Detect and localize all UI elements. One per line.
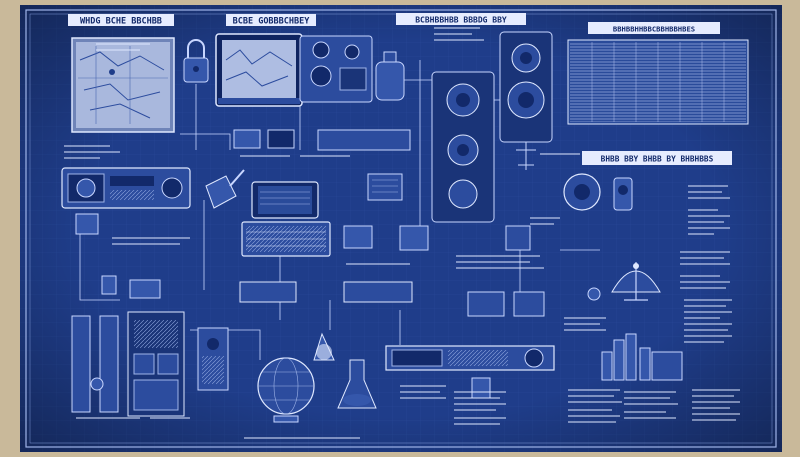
small-module	[399, 225, 429, 251]
computer-terminal	[251, 181, 319, 219]
control-box	[197, 327, 229, 391]
dial-icon	[310, 65, 332, 87]
gauge-tower	[431, 71, 495, 223]
control-box	[367, 173, 403, 201]
keyboard-icon	[241, 221, 331, 257]
control-unit	[299, 35, 373, 103]
radio-icon	[61, 167, 191, 209]
header-1: WHDG BCHE BBCHBB	[68, 14, 174, 27]
equipment-panel	[343, 281, 413, 303]
speaker-icon	[499, 31, 553, 143]
knob-icon	[312, 41, 330, 59]
padlock-icon	[183, 39, 209, 83]
equipment-panel	[239, 281, 297, 303]
header-4: BBHBBHHBBCBBHBBHBES	[588, 22, 720, 34]
small-module	[513, 291, 545, 317]
globe-icon	[257, 357, 315, 423]
header-2-text: BCBE GOBBBCHBEY	[233, 17, 311, 27]
small-module	[75, 213, 99, 235]
map-marker-icon	[109, 69, 115, 75]
annotation-lines	[64, 27, 740, 439]
equipment-panel	[267, 129, 295, 149]
camera-icon	[613, 177, 633, 211]
section-right-title: BHBB BBY BHBB BY BHBHBBS	[582, 151, 732, 165]
knob-icon	[587, 287, 601, 301]
header-4-text: BBHBBHHBBCBBHBBHBES	[613, 25, 695, 34]
small-module	[343, 225, 373, 249]
equipment-panel	[317, 129, 411, 151]
rack-units	[71, 311, 185, 417]
data-grid-panel	[567, 39, 749, 125]
header-3-text: BCBHBBHBB BBBDG BBY	[415, 16, 507, 25]
equipment-panel	[233, 129, 261, 149]
small-module	[471, 377, 491, 399]
board-frame	[25, 9, 777, 448]
dial-icon	[563, 173, 601, 211]
map-panel	[71, 37, 175, 133]
small-module	[129, 279, 161, 299]
console-device	[385, 345, 555, 371]
small-module	[467, 291, 505, 317]
small-module	[505, 225, 531, 251]
header-1-text: WHDG BCHE BBCHBB	[80, 17, 162, 27]
section-right-title-text: BHBB BBY BHBB BY BHBHBBS	[601, 155, 714, 164]
knob-icon	[344, 44, 360, 60]
lamp-icon	[205, 169, 245, 209]
canister-device	[375, 51, 405, 101]
flask-icon	[337, 359, 377, 409]
header-3: BCBHBBHBB BBBDG BBY	[396, 13, 526, 25]
gauge-icon	[448, 179, 478, 209]
bar-graph-icon	[601, 333, 683, 381]
satellite-dish-icon	[611, 262, 661, 301]
bulb-icon	[313, 332, 335, 361]
small-module	[101, 275, 117, 295]
monitor-device	[215, 33, 303, 107]
header-2: BCBE GOBBBCHBEY	[226, 14, 316, 27]
